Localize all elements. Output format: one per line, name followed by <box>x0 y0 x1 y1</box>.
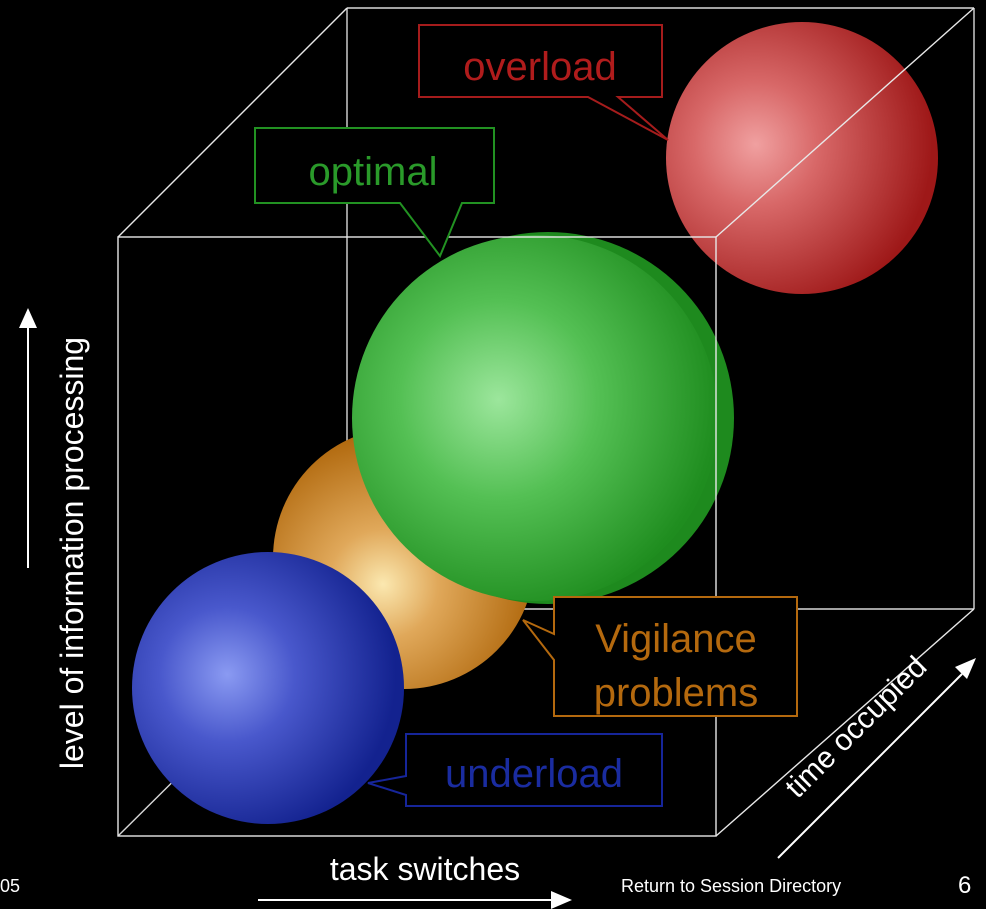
x-axis-indicator: task switches <box>258 851 572 909</box>
z-axis-label: time occupied <box>779 650 933 804</box>
vigilance-label-line1: Vigilance <box>595 617 757 661</box>
underload-callout: underload <box>367 733 663 807</box>
optimal-sphere <box>352 235 718 601</box>
z-axis-arrow-line <box>777 673 963 859</box>
overload-callout-box <box>418 24 669 141</box>
z-axis-indicator: time occupied <box>777 650 976 859</box>
page-number: 6 <box>958 872 972 899</box>
optimal-label: optimal <box>309 150 438 194</box>
underload-sphere <box>132 552 404 824</box>
z-axis-arrowhead-icon <box>955 658 976 679</box>
vigilance-callout: Vigilance problems <box>522 596 798 717</box>
y-axis-arrowhead-icon <box>19 308 37 328</box>
optimal-callout-box <box>254 127 495 258</box>
cube-depth-edge-top-left <box>117 7 348 238</box>
cube-depth-edge-bottom-right <box>715 608 975 837</box>
optimal-callout: optimal <box>254 127 495 258</box>
y-axis-indicator: level of information processing <box>19 308 90 769</box>
vigilance-callout-box <box>522 596 798 717</box>
overload-label: overload <box>463 45 616 89</box>
x-axis-label: task switches <box>330 851 520 887</box>
y-axis-label: level of information processing <box>54 337 90 769</box>
underload-callout-box <box>367 733 663 807</box>
cube-depth-edge-top-right <box>715 7 975 238</box>
cube-front-edges <box>117 7 975 837</box>
vigilance-label-line2: problems <box>594 671 759 715</box>
overload-sphere <box>666 22 938 294</box>
return-to-session-directory-link[interactable]: Return to Session Directory <box>621 876 842 896</box>
overload-callout: overload <box>418 24 669 141</box>
x-axis-arrowhead-icon <box>551 891 572 909</box>
underload-label: underload <box>445 752 623 796</box>
cube-front-face <box>117 236 717 837</box>
footer-left-text: 05 <box>0 876 21 896</box>
